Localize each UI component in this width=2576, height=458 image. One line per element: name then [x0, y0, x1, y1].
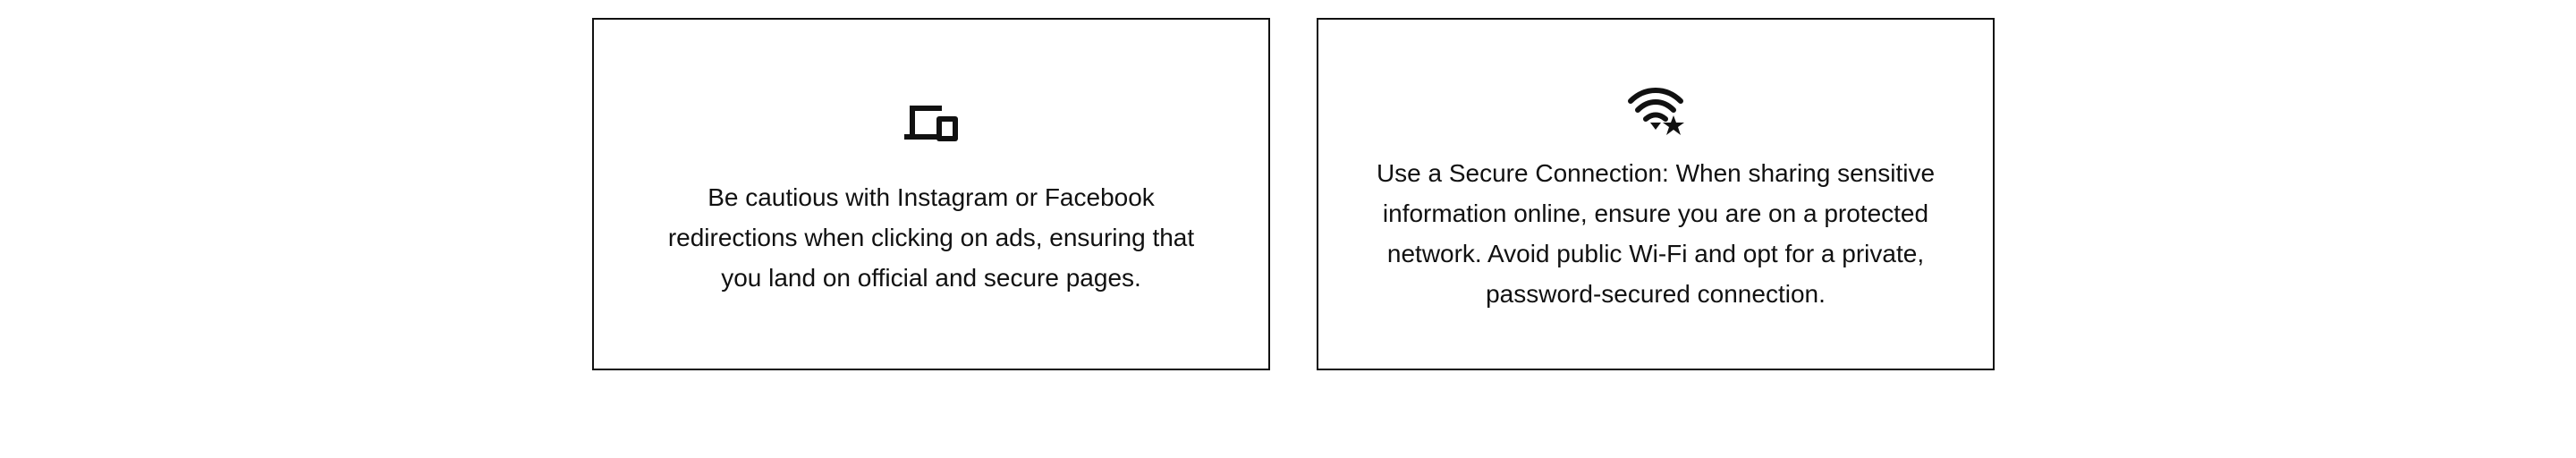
- devices-icon: [897, 91, 965, 159]
- tip-card-secure-connection: Use a Secure Connection: When sharing se…: [1317, 18, 1995, 370]
- secure-wifi-icon: [1622, 74, 1690, 142]
- tip-text: Be cautious with Instagram or Facebook r…: [667, 182, 1195, 292]
- tip-text: Use a Secure Connection: When sharing se…: [1376, 159, 1936, 308]
- tip-card-ads-redirection: Be cautious with Instagram or Facebook r…: [592, 18, 1270, 370]
